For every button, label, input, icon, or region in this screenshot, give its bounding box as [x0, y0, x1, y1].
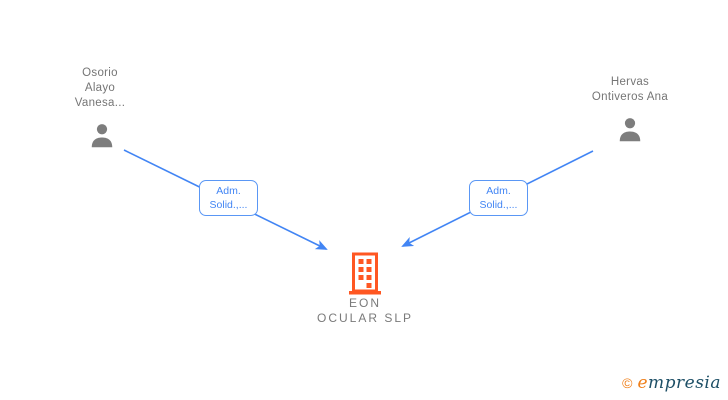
edge-label-right[interactable]: Adm. Solid.,...	[469, 180, 528, 216]
company-node-label[interactable]: EON OCULAR SLP	[316, 296, 414, 325]
building-icon[interactable]	[345, 251, 385, 295]
edge-label-left[interactable]: Adm. Solid.,...	[199, 180, 258, 216]
brand-rest: mpresia	[648, 373, 721, 393]
person-node-label-right[interactable]: Hervas Ontiveros Ana	[591, 76, 669, 103]
person-icon[interactable]	[615, 115, 645, 145]
empresia-watermark: © empresia	[622, 373, 721, 393]
person-icon[interactable]	[87, 121, 117, 151]
copyright-icon: ©	[622, 375, 633, 391]
person-node-label-left[interactable]: Osorio Alayo Vanesa...	[74, 67, 126, 109]
brand-logo: empresia	[637, 373, 721, 393]
brand-initial: e	[637, 373, 648, 393]
